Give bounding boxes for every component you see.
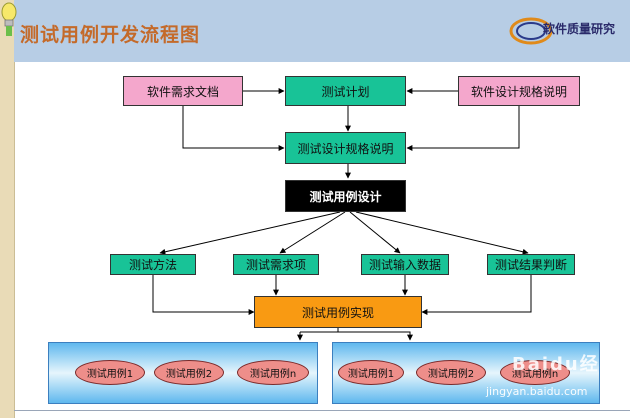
node-test-design-spec: 测试设计规格说明 (285, 132, 406, 164)
test-case-ellipse-left-n: 测试用例n (237, 360, 309, 385)
node-requirements-doc: 软件需求文档 (123, 76, 243, 106)
arrow-design-to-input (349, 211, 401, 254)
node-test-result-judgment: 测试结果判断 (487, 254, 575, 275)
arrow-method-to-impl (152, 275, 255, 315)
watermark-url: jingyan.baidu.com (486, 385, 588, 398)
node-test-case-design: 测试用例设计 (285, 180, 406, 212)
test-case-ellipse-right-2: 测试用例2 (416, 360, 486, 385)
logo-text: 软件质量研究 (543, 22, 616, 36)
arrow-reqdoc-to-tds (182, 106, 285, 151)
node-design-spec: 软件设计规格说明 (458, 76, 580, 106)
lightbulb-icon (1, 2, 17, 36)
arrow-design-to-tds (406, 106, 520, 151)
node-test-method: 测试方法 (110, 254, 196, 275)
test-case-ellipse-right-n: 测试用例n (500, 360, 570, 385)
node-test-plan: 测试计划 (285, 76, 406, 106)
arrow-result-to-impl (421, 275, 532, 315)
test-case-ellipse-left-2: 测试用例2 (154, 360, 224, 385)
arrow-impl-to-right-band (337, 328, 413, 341)
arrow-design-to-method (159, 211, 341, 255)
test-case-ellipse-left-1: 测试用例1 (75, 360, 145, 385)
logo-swoosh-icon (509, 17, 553, 45)
arrow-design-to-reqitems (279, 211, 346, 254)
page-title: 测试用例开发流程图 (20, 24, 201, 46)
node-test-input-data: 测试输入数据 (361, 254, 449, 275)
watermark-logo: Baidu经验 (512, 354, 620, 375)
left-side-bar (0, 0, 15, 418)
bottom-divider (14, 410, 630, 411)
node-test-case-implementation: 测试用例实现 (254, 296, 422, 328)
test-case-ellipse-right-1: 测试用例1 (338, 360, 404, 385)
arrow-design-to-result (355, 211, 529, 255)
header-banner (14, 0, 630, 62)
node-test-requirement-items: 测试需求项 (233, 254, 319, 275)
